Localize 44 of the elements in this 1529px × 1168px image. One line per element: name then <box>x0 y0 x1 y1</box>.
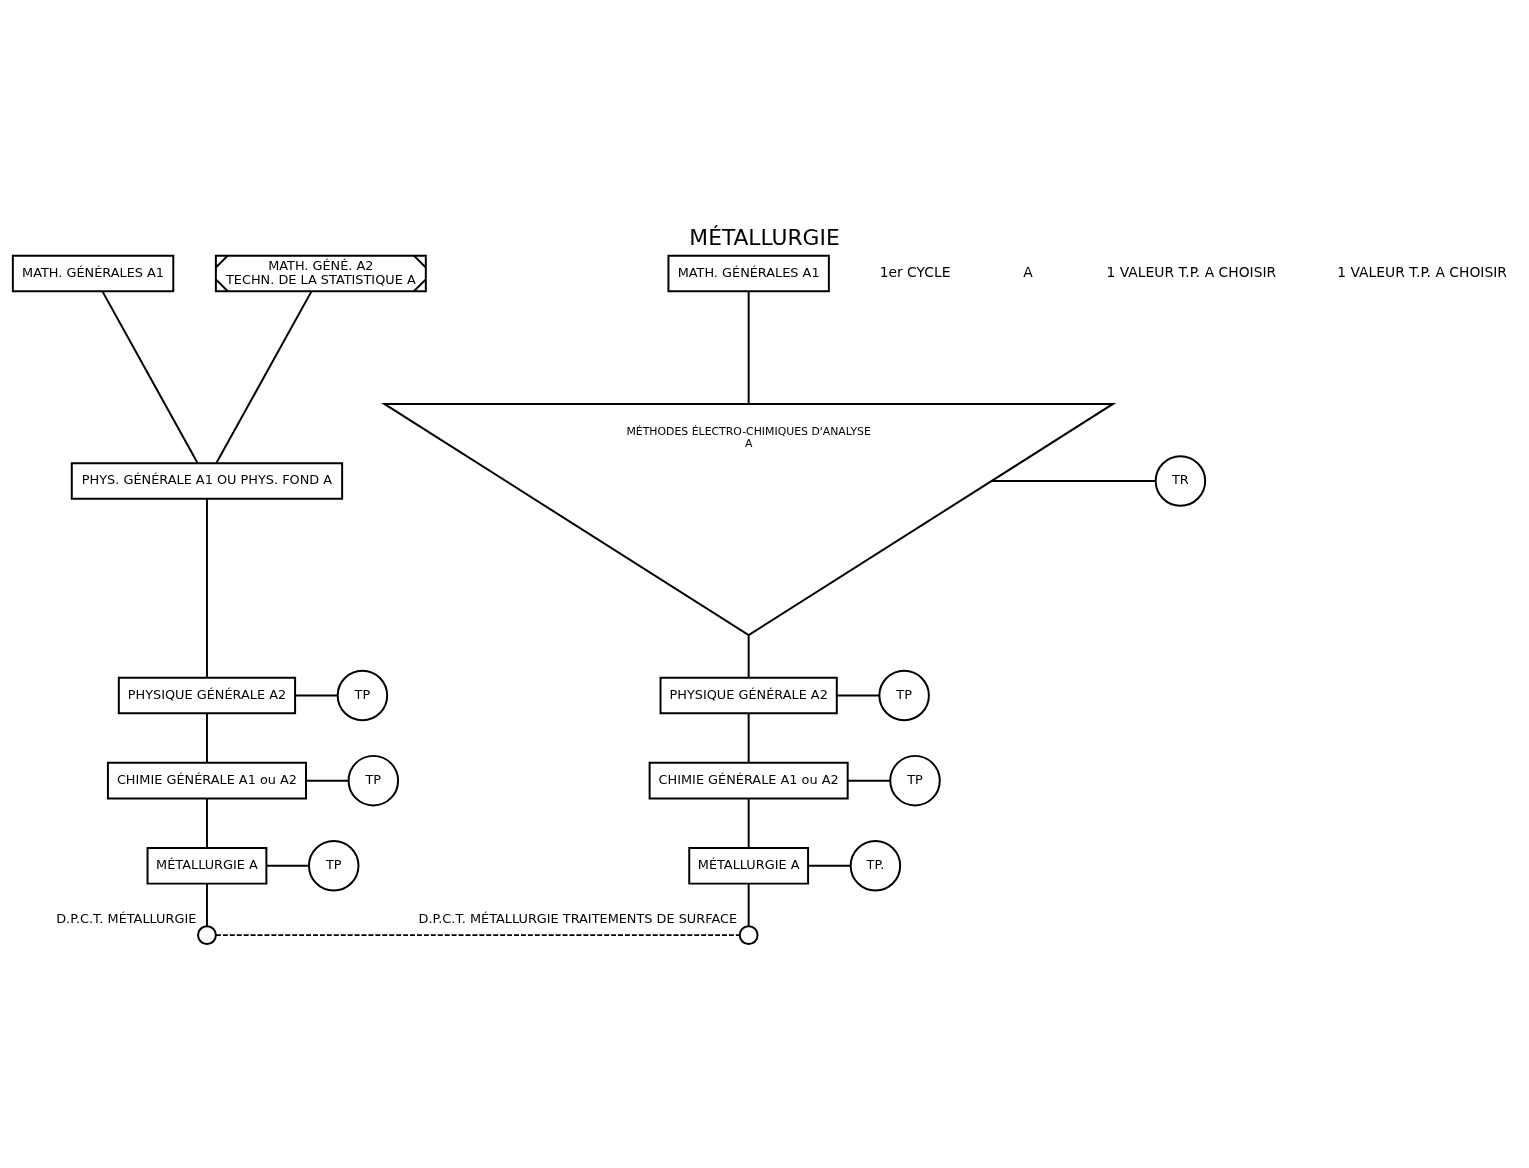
node-circle: TP <box>307 840 360 892</box>
connector <box>836 694 881 697</box>
connector <box>305 779 350 782</box>
connector <box>990 480 1157 482</box>
node-box: MÉTALLURGIE A <box>146 847 268 885</box>
label: 1 VALEUR T.P. A CHOISIR <box>1106 264 1277 281</box>
connector <box>747 797 750 849</box>
node-circle: TP <box>889 754 941 807</box>
node-box: CHIMIE GÉNÉRALE A1 ou A2 <box>106 761 307 800</box>
connector <box>205 882 208 928</box>
connector <box>747 634 750 679</box>
node-box: MATH. GÉNÉRALES A1 <box>667 254 830 293</box>
connector <box>747 290 750 405</box>
connector <box>747 882 750 928</box>
label: 1er CYCLE <box>879 264 951 281</box>
connector <box>265 864 310 867</box>
connector <box>747 712 750 764</box>
node-box: PHYSIQUE GÉNÉRALE A2 <box>117 676 297 715</box>
node-circle: TP <box>347 754 400 807</box>
node-circle: TR <box>1154 455 1207 507</box>
node-circle: TP <box>878 669 930 722</box>
node-box: MÉTALLURGIE A <box>688 847 810 885</box>
node-box: CHIMIE GÉNÉRALE A1 ou A2 <box>648 761 849 800</box>
node-box: PHYSIQUE GÉNÉRALE A2 <box>659 676 838 715</box>
connector <box>215 290 313 465</box>
connector <box>205 797 208 849</box>
node-circle <box>197 925 217 946</box>
node-label: D.P.C.T. MÉTALLURGIE TRAITEMENTS DE SURFACE <box>418 910 738 926</box>
connector <box>101 290 199 465</box>
node-circle <box>738 925 759 946</box>
label: 1 VALEUR T.P. A CHOISIR <box>1337 264 1507 281</box>
connector <box>214 934 741 937</box>
label: A <box>1023 264 1033 281</box>
connector <box>846 779 892 782</box>
diagram-title: MÉTALLURGIE <box>689 225 840 251</box>
connector <box>294 694 339 697</box>
connector <box>807 864 852 867</box>
node-box: MATH. GÉNÉRALES A1 <box>11 254 175 293</box>
node-circle: TP <box>336 669 389 722</box>
node-circle: TP. <box>849 840 902 892</box>
connector <box>205 498 208 679</box>
node-label: D.P.C.T. MÉTALLURGIE <box>56 910 197 926</box>
node-box: PHYS. GÉNÉRALE A1 OU PHYS. FOND A <box>70 462 344 500</box>
connector <box>205 712 208 764</box>
